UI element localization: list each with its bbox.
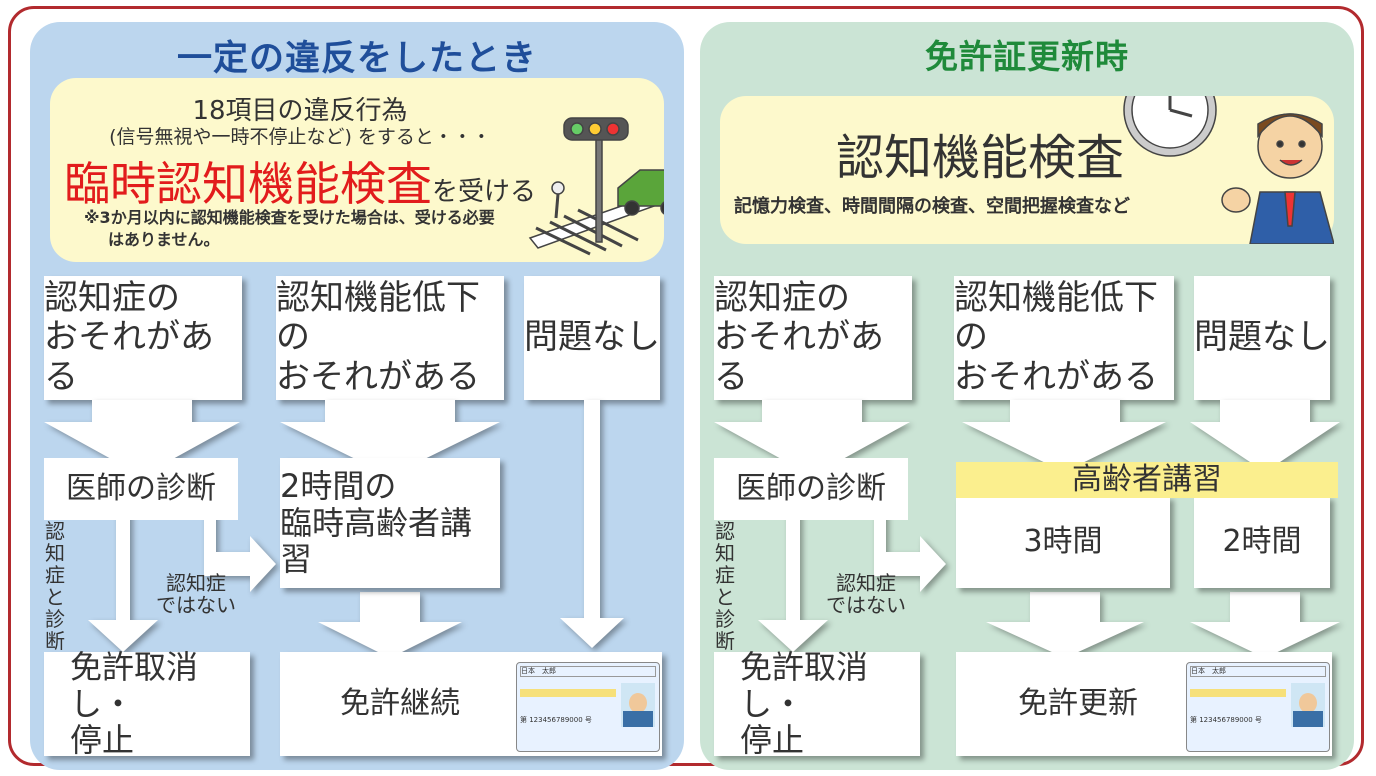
left-note: 18項目の違反行為 (信号無視や一時不停止など) をすると・・・ 臨時認知機能検… bbox=[50, 78, 664, 262]
right-lecture-3h: 3時間 bbox=[956, 496, 1170, 588]
license-card-left: 日本 太郎 第 123456789000 号 bbox=[516, 662, 660, 752]
right-doctor-diagnosis: 医師の診断 bbox=[714, 458, 908, 520]
v-char: 症 bbox=[45, 563, 65, 587]
not-dementia-line1: 認知症 bbox=[836, 571, 896, 595]
right-not-dementia: 認知症 ではない bbox=[826, 572, 906, 616]
left-dementia-line1: 認知症の bbox=[44, 278, 180, 319]
right-result-decline: 認知機能低下のおそれがある bbox=[954, 276, 1174, 400]
elderly-lecture-banner: 高齢者講習 bbox=[956, 462, 1338, 498]
continue-label: 免許継続 bbox=[340, 685, 460, 721]
lecture-line1: 2時間の bbox=[280, 466, 397, 505]
card-number: 第 123456789000 号 bbox=[520, 716, 592, 724]
revoke-line2: 停止 bbox=[70, 721, 135, 760]
left-not-dementia: 認知症 ではない bbox=[156, 572, 236, 616]
left-panel: 一定の違反をしたとき 18項目の違反行為 (信号無視や一時不停止など) をすると… bbox=[30, 22, 684, 770]
temp-test-heading: 臨時認知機能検査を受ける bbox=[64, 148, 536, 214]
clock-man-illustration bbox=[1123, 96, 1334, 244]
v-char: 症 bbox=[715, 563, 735, 587]
v-char: 断 bbox=[45, 629, 65, 653]
left-flow-arrows bbox=[44, 400, 624, 658]
v-char: 知 bbox=[715, 541, 735, 565]
v-char: 診 bbox=[45, 607, 65, 631]
not-dementia-line1: 認知症 bbox=[166, 571, 226, 595]
v-char: 認 bbox=[45, 519, 65, 543]
violation-line: 18項目の違反行為 bbox=[192, 96, 408, 126]
v-char: と bbox=[45, 585, 65, 609]
v-char: 診 bbox=[715, 607, 735, 631]
right-panel: 免許証更新時 認知機能検査 記憶力検査、時間間隔の検査、空間把握検査など 認知症… bbox=[700, 22, 1354, 770]
card-number: 第 123456789000 号 bbox=[1190, 716, 1262, 724]
card-name: 日本 太郎 bbox=[520, 666, 656, 677]
license-card-right: 日本 太郎 第 123456789000 号 bbox=[1186, 662, 1330, 752]
left-decline-line1: 認知機能低下の bbox=[276, 278, 480, 358]
renew-label: 免許更新 bbox=[1018, 685, 1138, 721]
right-panel-title: 免許証更新時 bbox=[925, 37, 1129, 76]
left-result-ok: 問題なし bbox=[524, 276, 660, 400]
not-dementia-line2: ではない bbox=[156, 593, 236, 617]
left-temp-lecture: 2時間の臨時高齢者講習 bbox=[280, 458, 500, 588]
left-panel-title: 一定の違反をしたとき bbox=[176, 39, 537, 79]
right-revoke: 免許取消し・停止 bbox=[714, 648, 920, 760]
violation-example: (信号無視や一時不停止など) をすると・・・ bbox=[109, 126, 491, 148]
right-result-dementia: 認知症のおそれがある bbox=[714, 276, 912, 400]
right-note: 認知機能検査 記憶力検査、時間間隔の検査、空間把握検査など bbox=[720, 96, 1334, 244]
v-char: と bbox=[715, 585, 735, 609]
revoke-line1: 免許取消し・ bbox=[70, 647, 199, 723]
right-decline-line1: 認知機能低下の bbox=[954, 278, 1158, 358]
v-char: 断 bbox=[715, 629, 735, 653]
traffic-light-car-illustration bbox=[528, 117, 664, 256]
temp-test-red: 臨時認知機能検査 bbox=[64, 157, 432, 211]
cognitive-test-red: 認知機能検査 bbox=[835, 130, 1124, 186]
v-char: 認 bbox=[715, 519, 735, 543]
revoke-line1: 免許取消し・ bbox=[740, 647, 869, 723]
card-name: 日本 太郎 bbox=[1190, 666, 1326, 677]
footnote-line2: はありません。 bbox=[108, 230, 220, 249]
left-doctor-diagnosis: 医師の診断 bbox=[44, 458, 238, 520]
right-diagnosed-vertical: 認 知 症 と 診 断 bbox=[714, 520, 736, 652]
cognitive-test-desc: 記憶力検査、時間間隔の検査、空間把握検査など bbox=[734, 196, 1130, 217]
right-flow-arrows bbox=[714, 400, 1340, 658]
right-lecture-2h: 2時間 bbox=[1194, 496, 1330, 588]
not-dementia-line2: ではない bbox=[826, 593, 906, 617]
right-result-ok: 問題なし bbox=[1194, 276, 1330, 400]
v-char: 知 bbox=[45, 541, 65, 565]
revoke-line2: 停止 bbox=[740, 721, 805, 760]
left-result-decline: 認知機能低下のおそれがある bbox=[276, 276, 504, 400]
temp-test-suffix: を受ける bbox=[432, 177, 537, 207]
left-decline-line2: おそれがある bbox=[276, 356, 480, 397]
footnote-line1: ※3か月以内に認知機能検査を受けた場合は、受ける必要 bbox=[84, 208, 495, 227]
left-result-dementia: 認知症のおそれがある bbox=[44, 276, 242, 400]
right-decline-line2: おそれがある bbox=[954, 356, 1158, 397]
right-dementia-line2: おそれがある bbox=[714, 317, 884, 397]
left-revoke: 免許取消し・停止 bbox=[44, 648, 250, 760]
right-dementia-line1: 認知症の bbox=[714, 278, 850, 319]
left-dementia-line2: おそれがある bbox=[44, 317, 214, 397]
left-diagnosed-vertical: 認 知 症 と 診 断 bbox=[44, 520, 66, 652]
lecture-line2: 臨時高齢者講習 bbox=[280, 503, 473, 579]
